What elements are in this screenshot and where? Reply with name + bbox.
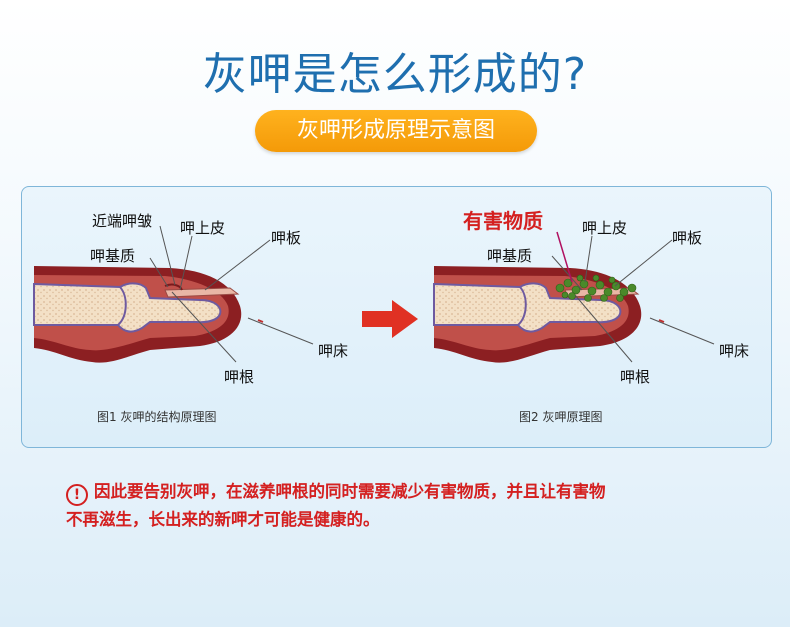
warning-note: ! 因此要告别灰呷，在滋养呷根的同时需要减少有害物质，并且让有害物 不再滋生，长出… (66, 478, 746, 533)
label-plate-2: 呷板 (672, 229, 703, 247)
page-title: 灰呷是怎么形成的? (202, 49, 588, 100)
subtitle-badge: 灰呷形成原理示意图 (255, 110, 537, 152)
note-line-1: 因此要告别灰呷，在滋养呷根的同时需要减少有害物质，并且让有害物 (94, 482, 606, 501)
label-matrix-2: 呷基质 (487, 247, 533, 265)
fungus-spots-icon (555, 274, 637, 302)
label-harmful-substance: 有害物质 (463, 209, 543, 233)
leader-lines-2 (551, 235, 715, 363)
label-cuticle: 呷上皮 (180, 219, 226, 237)
label-root: 呷根 (224, 368, 255, 386)
label-plate: 呷板 (271, 229, 302, 247)
label-matrix: 呷基质 (90, 247, 136, 265)
label-proximal-fold: 近端呷皱 (92, 212, 153, 230)
arrow-icon (362, 300, 418, 338)
warning-icon: ! (66, 484, 88, 506)
label-bed: 呷床 (318, 342, 349, 360)
leader-lines-1 (149, 225, 314, 363)
caption-figure-2: 图2 灰呷原理图 (519, 410, 603, 424)
label-cuticle-2: 呷上皮 (582, 219, 628, 237)
note-line-2: 不再滋生，长出来的新呷才可能是健康的。 (66, 510, 380, 529)
caption-figure-1: 图1 灰呷的结构原理图 (97, 410, 217, 424)
finger-structure-1 (33, 266, 242, 363)
label-bed-2: 呷床 (719, 342, 750, 360)
label-root-2: 呷根 (620, 368, 651, 386)
